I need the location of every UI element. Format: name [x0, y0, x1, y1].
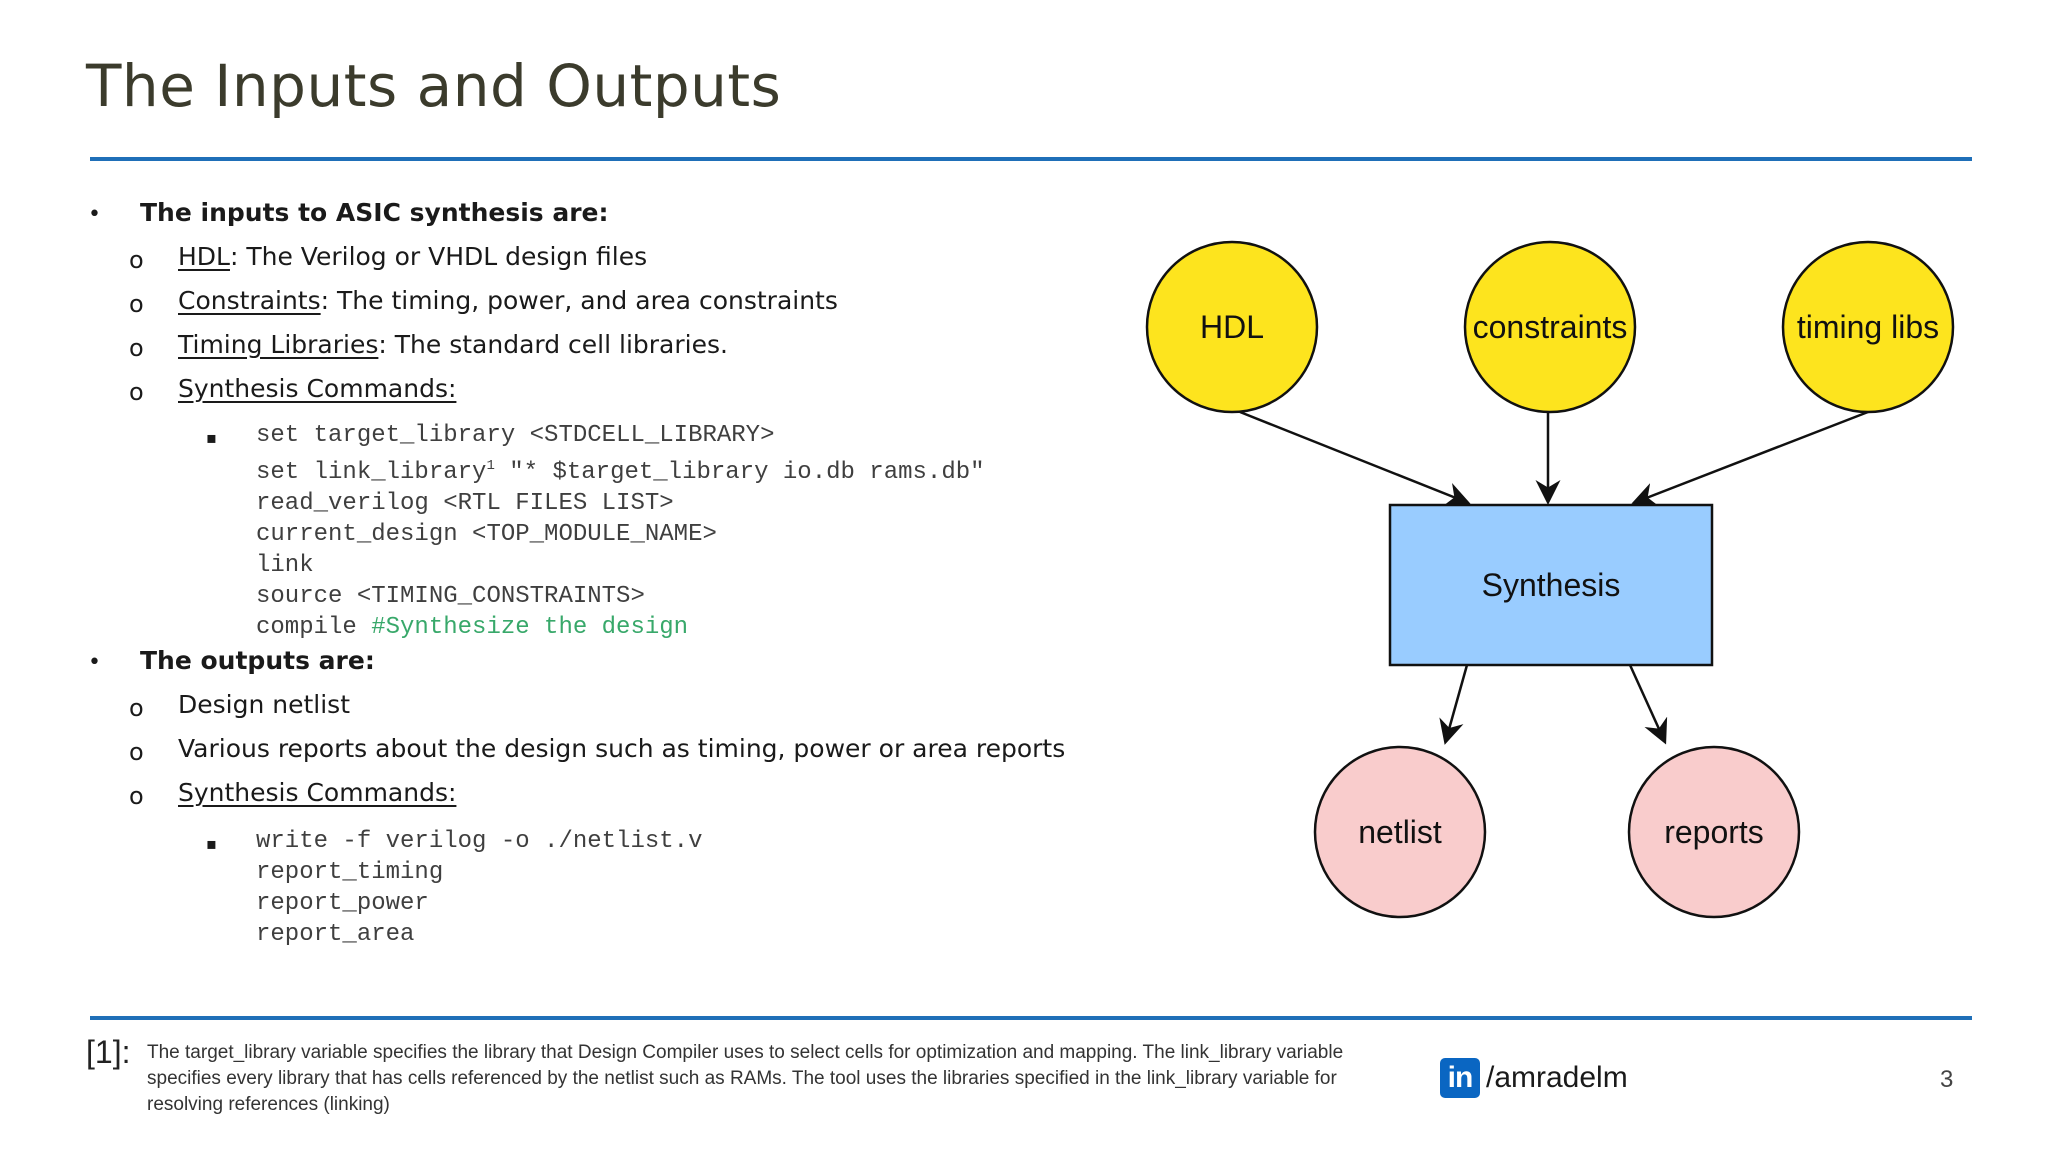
code-line: link [256, 552, 314, 579]
node-reports: reports [1627, 745, 1801, 919]
code-comment: #Synthesize the design [371, 614, 689, 641]
node-label: reports [1664, 814, 1764, 850]
sub-bullet-marker: o [129, 334, 144, 362]
code-line: read_verilog <RTL FILES LIST> [256, 490, 674, 517]
node-netlist: netlist [1313, 745, 1487, 919]
sub-bullet-marker: o [129, 290, 144, 318]
node-label: Synthesis [1482, 567, 1621, 603]
output-code-block: write -f verilog -o ./netlist.v report_ti… [256, 826, 702, 950]
bullet-marker: • [88, 650, 101, 675]
inputs-heading: The inputs to ASIC synthesis are: [140, 198, 609, 227]
input-item-hdl: HDL: The Verilog or VHDL design files [178, 242, 647, 271]
linkedin-icon: in [1440, 1058, 1480, 1098]
node-synthesis: Synthesis [1388, 503, 1714, 667]
square-bullet-marker: ▪ [206, 834, 217, 853]
node-label: timing libs [1797, 309, 1939, 345]
node-constraints: constraints [1463, 240, 1637, 414]
footer-divider [90, 1016, 1972, 1020]
node-label: constraints [1473, 309, 1628, 345]
input-desc: : The Verilog or VHDL design files [229, 242, 648, 271]
input-item-synthesis-commands: Synthesis Commands: [178, 374, 456, 403]
title-divider [90, 157, 1972, 161]
page-number: 3 [1940, 1066, 1954, 1093]
node-label: netlist [1358, 814, 1442, 850]
sub-bullet-marker: o [129, 378, 144, 406]
slide-title: The Inputs and Outputs [86, 52, 782, 120]
code-line: report_timing [256, 859, 444, 886]
input-item-constraints: Constraints: The timing, power, and area… [178, 286, 838, 315]
node-label: HDL [1200, 309, 1264, 345]
input-term: Timing Libraries [178, 330, 379, 359]
footnote-ref: 1 [486, 458, 495, 474]
input-term: Synthesis Commands: [178, 374, 457, 403]
node-hdl: HDL [1145, 240, 1319, 414]
arrow-hdl-to-synthesis [1239, 410, 1471, 507]
node-timing-libs: timing libs [1781, 240, 1955, 414]
sub-bullet-marker: o [129, 246, 144, 274]
sub-bullet-marker: o [129, 738, 144, 766]
code-line: set target_library <STDCELL_LIBRARY> [256, 422, 775, 449]
output-item-synthesis-commands: Synthesis Commands: [178, 778, 456, 807]
code-line: set link_library1 "* $target_library io.… [256, 458, 985, 486]
square-bullet-marker: ▪ [206, 428, 217, 447]
code-line: write -f verilog -o ./netlist.v [256, 828, 703, 855]
footnote-marker: [1]: [86, 1034, 131, 1070]
sub-bullet-marker: o [129, 782, 144, 810]
input-term: Constraints [178, 286, 321, 315]
output-item-reports: Various reports about the design such as… [178, 734, 1066, 763]
input-code-block: set target_library <STDCELL_LIBRARY>set … [256, 420, 985, 643]
arrow-synthesis-to-reports [1628, 664, 1668, 745]
input-term: HDL [178, 242, 230, 271]
input-desc: : The timing, power, and area constraint… [320, 286, 838, 315]
code-line: report_power [256, 890, 429, 917]
sub-bullet-marker: o [129, 694, 144, 722]
footnote-text: The target_library variable specifies th… [147, 1042, 1344, 1115]
synthesis-flow-diagram: HDL constraints timing libs Synthesis ne… [1145, 240, 1955, 919]
outputs-heading: The outputs are: [140, 646, 375, 675]
linkedin-handle-text: /amradelm [1486, 1061, 1628, 1094]
code-line: compile #Synthesize the design [256, 614, 689, 641]
bullet-marker: • [88, 202, 101, 227]
arrow-synthesis-to-netlist [1439, 664, 1469, 745]
output-term: Synthesis Commands: [178, 778, 457, 807]
output-item-netlist: Design netlist [178, 690, 351, 719]
code-line: report_area [256, 921, 415, 948]
arrow-timing-libs-to-synthesis [1631, 410, 1869, 507]
code-line: source <TIMING_CONSTRAINTS> [256, 583, 645, 610]
input-item-timing-libraries: Timing Libraries: The standard cell libr… [178, 330, 728, 359]
linkedin-handle[interactable]: in /amradelm [1440, 1058, 1628, 1098]
code-line: current_design <TOP_MODULE_NAME> [256, 521, 717, 548]
input-desc: : The standard cell libraries. [378, 330, 728, 359]
